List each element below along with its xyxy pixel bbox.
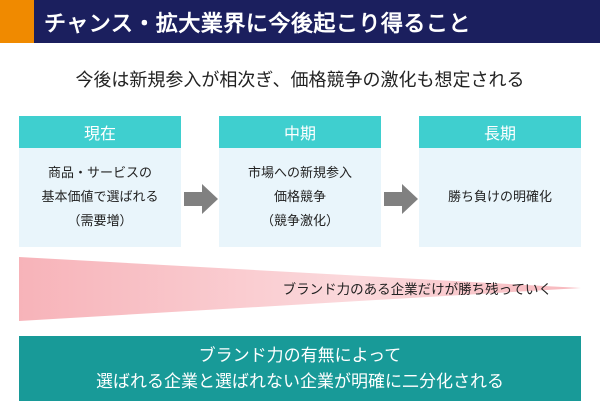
subtitle: 今後は新規参入が相次ぎ、価格競争の激化も想定される [75,70,525,91]
title-bar: チャンス・拡大業界に今後起こり得ること [0,0,600,43]
phase-label: 長期 [419,116,581,148]
title-accent [0,0,34,43]
phase-long-term: 長期 勝ち負けの明確化 [419,116,581,247]
phase-body: 市場への新規参入 価格競争 （競争激化） [219,148,381,247]
phase-line: （競争激化） [260,213,339,229]
phase-line: 商品・サービスの [47,165,152,181]
phase-line: 市場への新規参入 [247,165,352,181]
page-title: チャンス・拡大業界に今後起こり得ること [44,11,471,37]
phase-label: 現在 [19,116,181,148]
phase-mid-term: 中期 市場への新規参入 価格競争 （競争激化） [219,116,381,247]
phase-current: 現在 商品・サービスの 基本価値で選ばれる （需要増） [19,116,181,247]
phase-line: 基本価値で選ばれる [41,189,159,205]
right-arrow-icon [184,184,218,214]
phase-line: （需要増） [67,213,133,229]
conclusion-box: ブランド力の有無によって 選ばれる企業と選ばれない企業が明確に二分化される [19,336,581,401]
phase-body: 商品・サービスの 基本価値で選ばれる （需要増） [19,148,181,247]
phase-line: 勝ち負けの明確化 [447,189,552,205]
right-arrow-icon [384,184,418,214]
conclusion-line: ブランド力の有無によって [198,345,402,366]
trend-wedge [19,257,581,321]
phase-label: 中期 [219,116,381,148]
trend-label: ブランド力のある企業だけが勝ち残っていく [282,282,552,298]
phase-line: 価格競争 [273,189,326,205]
phase-body: 勝ち負けの明確化 [419,148,581,247]
conclusion-line: 選ばれる企業と選ばれない企業が明確に二分化される [96,371,504,392]
